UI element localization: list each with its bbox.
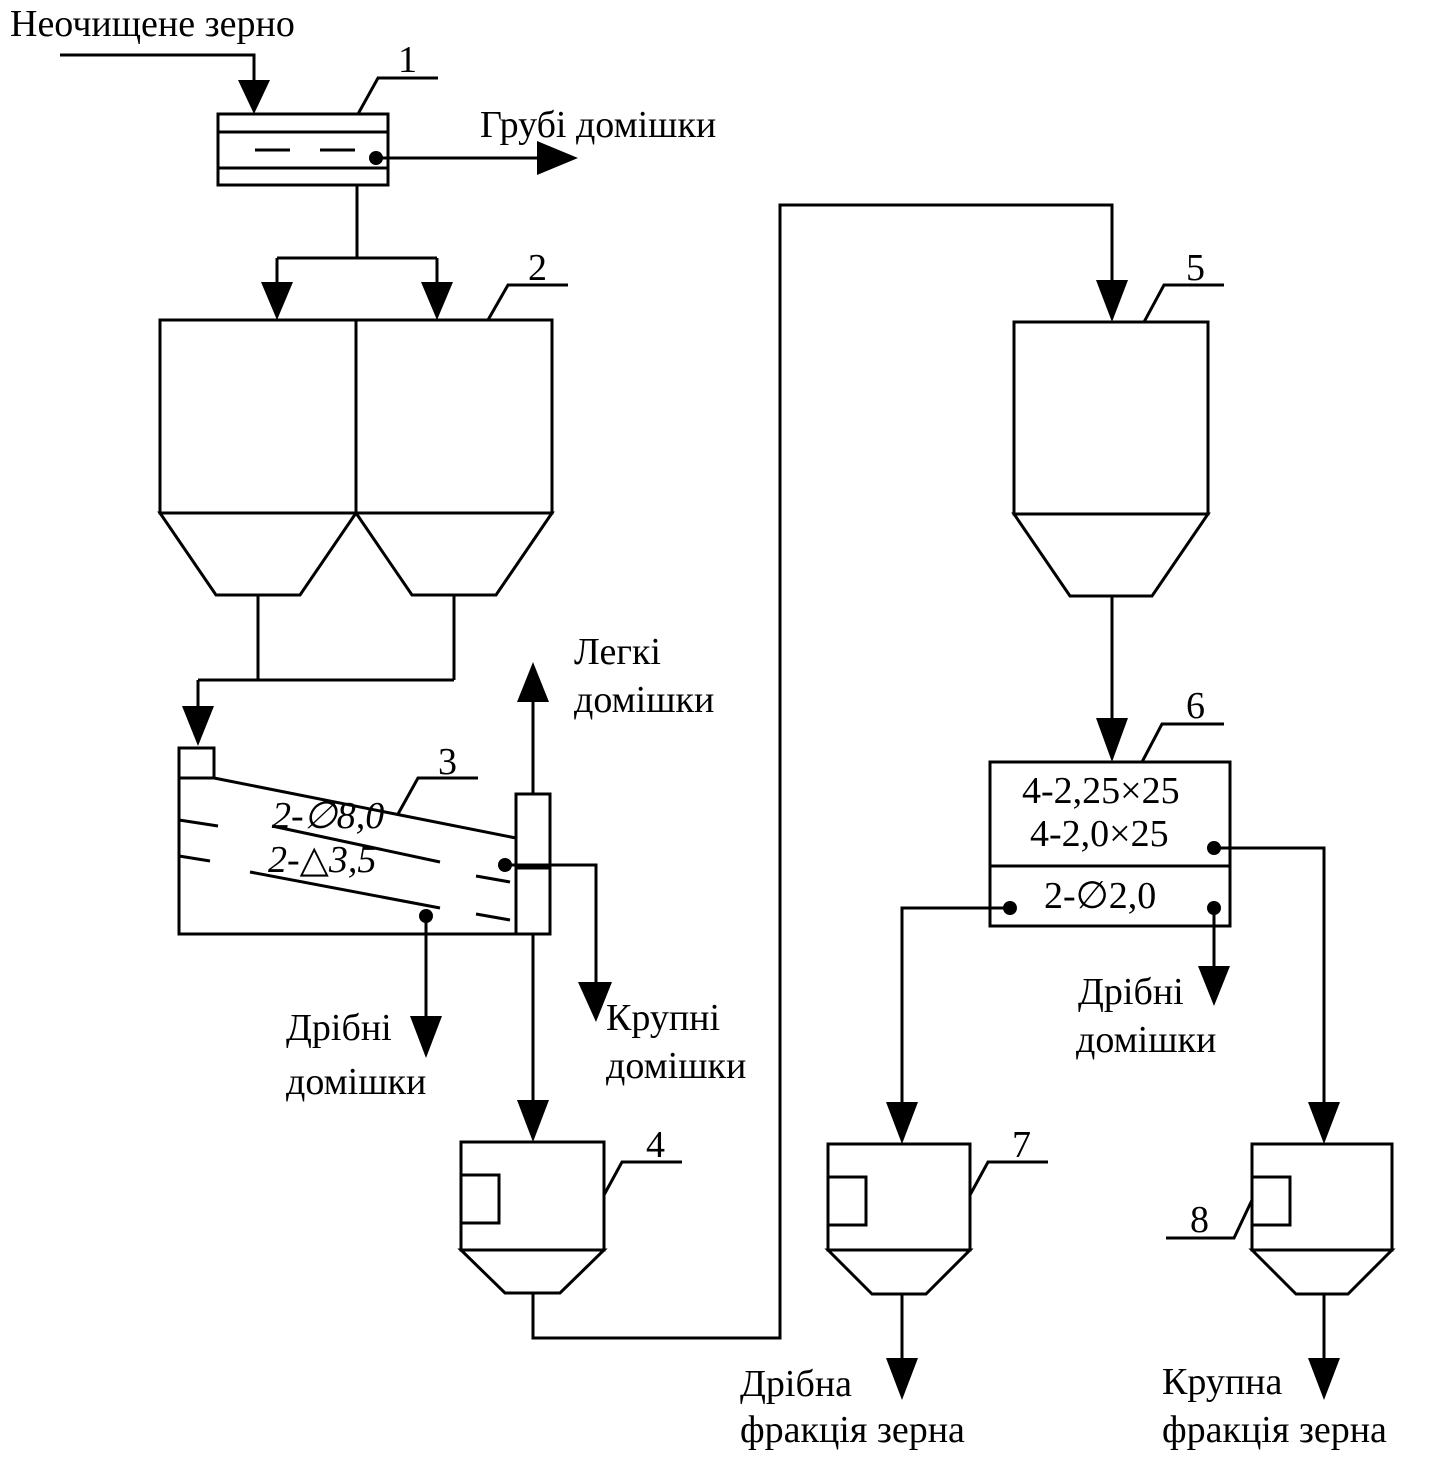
fine-impurities-left-arrowhead — [410, 1016, 442, 1058]
coarse-impurities-arrowhead — [537, 141, 578, 175]
light-impurities-label-2: домішки — [574, 679, 714, 721]
number-5: 5 — [1186, 247, 1205, 289]
fine-impurities-right-label-1: Дрібні — [1078, 971, 1184, 1013]
machine-4-hopper — [457, 1140, 608, 1295]
fine-fraction-label-2: фракція зерна — [740, 1409, 965, 1451]
leader-5 — [1142, 283, 1224, 323]
large-fraction-label-2: фракція зерна — [1162, 1409, 1387, 1451]
arrowhead-6 — [1096, 718, 1128, 762]
machine-7-hopper — [824, 1142, 974, 1296]
large-fraction-label-1: Крупна — [1162, 1361, 1283, 1403]
leader-4 — [602, 1160, 682, 1196]
bin-5 — [1011, 320, 1211, 598]
raw-grain-arrowhead — [238, 80, 270, 114]
fine-impurities-right-label-2: домішки — [1076, 1019, 1216, 1061]
flow-2-to-3 — [196, 595, 456, 712]
raw-grain-line — [60, 53, 256, 90]
flow-4-to-5 — [531, 203, 1114, 1340]
arrowhead-7 — [886, 1102, 918, 1144]
number-4: 4 — [646, 1124, 665, 1166]
arrowhead-3 — [182, 706, 214, 746]
flow-6-to-7 — [900, 906, 1010, 1104]
machine-6-grader — [988, 760, 1232, 928]
large-impurities-arrowhead — [578, 982, 612, 1022]
separator-lower-sieve: 2-△3,5 — [268, 839, 376, 881]
fine-fraction-label-1: Дрібна — [740, 1363, 852, 1405]
large-impurities-label-2: домішки — [606, 1045, 746, 1087]
fine-fraction-arrowhead — [886, 1358, 918, 1400]
arrowhead-2b — [421, 282, 453, 320]
arrowhead-2a — [261, 282, 293, 320]
number-3: 3 — [438, 741, 457, 783]
grader-sieve-lower: 2-∅2,0 — [1044, 875, 1156, 917]
number-1: 1 — [398, 39, 417, 81]
leader-8 — [1166, 1199, 1254, 1240]
bins-2 — [157, 318, 555, 597]
number-8: 8 — [1190, 1199, 1209, 1241]
coarse-impurities-label: Грубі домішки — [480, 104, 716, 146]
leader-3 — [396, 776, 478, 815]
light-impurities-arrowhead — [517, 662, 549, 702]
large-impurities-line — [505, 863, 598, 990]
number-6: 6 — [1186, 685, 1205, 727]
light-impurities-label-1: Легкі — [574, 631, 661, 673]
leader-2 — [486, 283, 568, 321]
fine-impurities-right-arrowhead — [1198, 966, 1230, 1006]
fine-impurities-left-label-1: Дрібні — [286, 1007, 392, 1049]
leader-1 — [356, 76, 438, 115]
flow-1-to-2 — [275, 185, 439, 290]
large-impurities-label-1: Крупні — [606, 997, 720, 1039]
separator-upper-sieve: 2-∅8,0 — [272, 795, 384, 837]
leader-7 — [968, 1160, 1048, 1196]
machine-8-hopper — [1248, 1142, 1396, 1296]
flow-6-to-8 — [1214, 846, 1326, 1104]
arrowhead-5 — [1096, 280, 1128, 322]
fine-impurities-left-label-2: домішки — [286, 1061, 426, 1103]
machine-1-separator — [216, 112, 390, 187]
raw-grain-label: Неочищене зерно — [10, 3, 295, 45]
grader-sieve-line2: 4-2,0×25 — [1030, 813, 1169, 855]
grader-sieve-line1: 4-2,25×25 — [1022, 770, 1180, 812]
arrowhead-4 — [517, 1100, 549, 1142]
number-2: 2 — [528, 247, 547, 289]
large-fraction-arrowhead — [1308, 1358, 1340, 1400]
arrowhead-8 — [1308, 1102, 1340, 1144]
number-7: 7 — [1012, 1124, 1031, 1166]
leader-6 — [1140, 722, 1224, 763]
